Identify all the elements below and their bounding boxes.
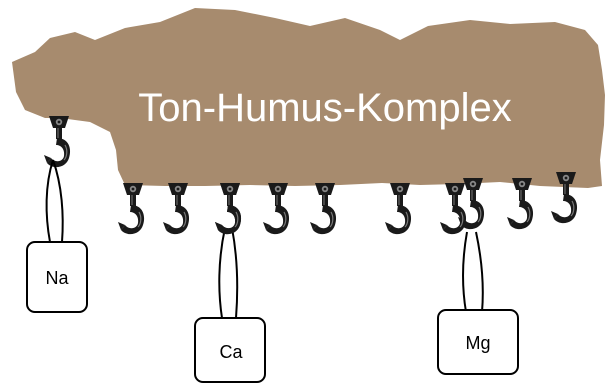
hook-icon: [263, 183, 289, 234]
ion-label: Na: [45, 268, 69, 288]
hook-icon: [507, 178, 533, 229]
ion-label: Ca: [219, 342, 243, 362]
hook-icon: [118, 183, 144, 234]
ion-label: Mg: [465, 333, 490, 353]
ion-ca: Ca: [195, 228, 265, 382]
hook-icon: [44, 116, 70, 167]
ion-na: Na: [27, 160, 87, 312]
hook-icon: [215, 183, 241, 234]
hook-icon: [310, 183, 336, 234]
hook-icon: [163, 183, 189, 234]
hook-icon: [440, 183, 466, 234]
hook-icon: [385, 183, 411, 234]
complex-title: Ton-Humus-Komplex: [138, 86, 511, 130]
ion-mg: Mg: [438, 232, 518, 374]
